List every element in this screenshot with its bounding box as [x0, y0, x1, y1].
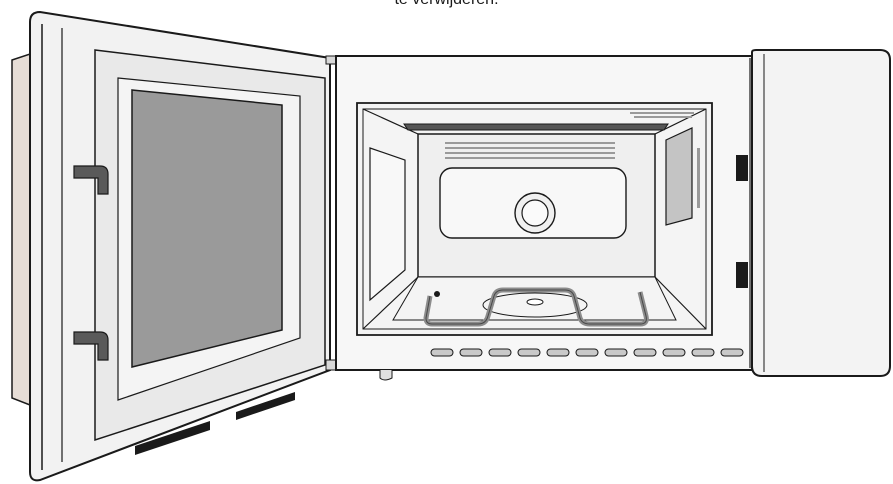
door-latch-icon[interactable] — [73, 331, 109, 361]
control-panel-icon[interactable] — [751, 49, 891, 377]
vent-slots — [430, 348, 744, 357]
door-bottom-strip-right — [236, 392, 295, 420]
right-wall-grille — [697, 148, 700, 208]
top-grille — [630, 112, 694, 118]
oven-cavity-icon — [356, 102, 713, 336]
latch-hole-bottom — [736, 262, 748, 288]
microwave-door-icon[interactable] — [11, 10, 353, 482]
back-wall-grille — [445, 142, 615, 159]
latch-hole-top — [736, 155, 748, 181]
door-window-icon — [131, 89, 283, 368]
door-edge-shadow — [11, 52, 31, 407]
left-wall-panel — [369, 147, 406, 302]
control-panel-body — [751, 49, 891, 377]
caption-text: te verwijderen. — [0, 0, 893, 9]
cavity-floor — [392, 276, 677, 321]
turntable-ring — [482, 292, 588, 318]
door-latch-icon[interactable] — [73, 165, 109, 195]
ceiling-rail — [403, 123, 669, 131]
body-foot — [379, 370, 393, 381]
door-bottom-strip-left — [135, 421, 210, 455]
right-wall-panel — [665, 127, 693, 226]
